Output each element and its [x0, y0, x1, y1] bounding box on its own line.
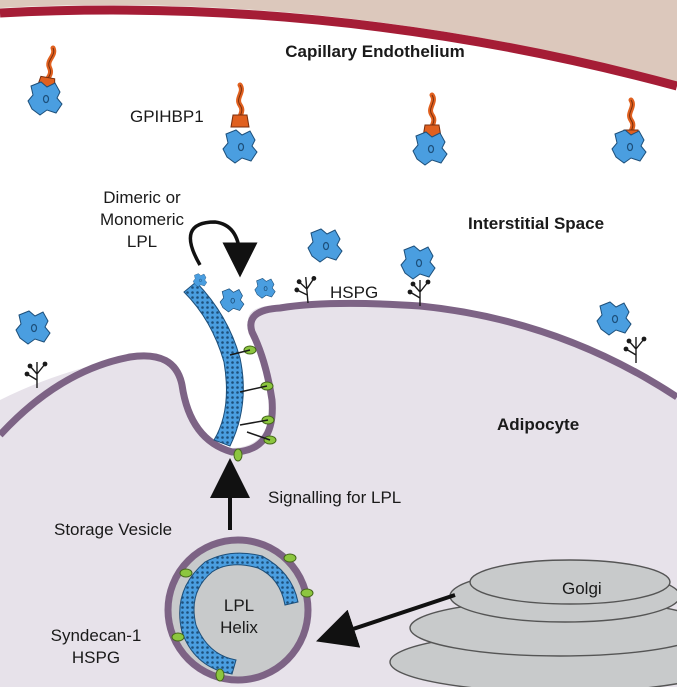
- storage-vesicle-label: Storage Vesicle: [54, 520, 173, 539]
- lpl-protein: [219, 288, 245, 313]
- gpihbp1-anchor: [423, 95, 441, 137]
- syndecan-label-line2: HSPG: [71, 648, 121, 667]
- golgi-arrow: [316, 593, 456, 648]
- lpl-helix-label-line1: LPL: [223, 596, 255, 615]
- lpl-protein: [412, 131, 448, 166]
- golgi-label: Golgi: [562, 579, 602, 598]
- lpl-protein: [254, 278, 276, 299]
- adipocyte-label: Adipocyte: [497, 415, 580, 434]
- lpl-protein: [192, 273, 208, 288]
- lpl-form-label-line1: Dimeric or: [103, 188, 181, 207]
- gpihbp1-anchor: [231, 85, 249, 127]
- hspg-label: HSPG: [330, 283, 379, 302]
- capillary-membrane: [0, 5, 677, 91]
- lpl-protein: [596, 301, 632, 336]
- golgi-stack: [469, 559, 671, 605]
- recycle-arrow: [188, 220, 258, 278]
- hspg: [292, 275, 320, 305]
- lpl-form-label-line3: LPL: [126, 232, 158, 251]
- lpl-helix: [183, 281, 244, 447]
- lpl-form-label-line2: Monomeric: [99, 210, 185, 229]
- signalling-label: Signalling for LPL: [268, 488, 402, 507]
- capillary-label: Capillary Endothelium: [285, 42, 465, 61]
- lpl-protein: [307, 228, 343, 263]
- lpl-protein: [15, 310, 51, 345]
- interstitial-label: Interstitial Space: [468, 214, 605, 233]
- lpl-protein: [611, 129, 647, 164]
- hspg: [622, 335, 648, 364]
- vesicle-lpl-helix: [179, 552, 299, 675]
- adipocyte-membrane: [0, 299, 677, 456]
- gpihbp1-label: GPIHBP1: [130, 107, 204, 126]
- lpl-protein: [27, 81, 63, 116]
- lpl-protein: [400, 245, 436, 280]
- syndecan-anchor: [171, 553, 314, 682]
- syndecan-stalks: [229, 349, 271, 441]
- syndecan-label-line1: Syndecan-1: [50, 626, 142, 645]
- lpl-protein: [222, 129, 258, 164]
- capillary-body: [0, 0, 677, 82]
- lpl-helix-label-line2: Helix: [220, 618, 258, 637]
